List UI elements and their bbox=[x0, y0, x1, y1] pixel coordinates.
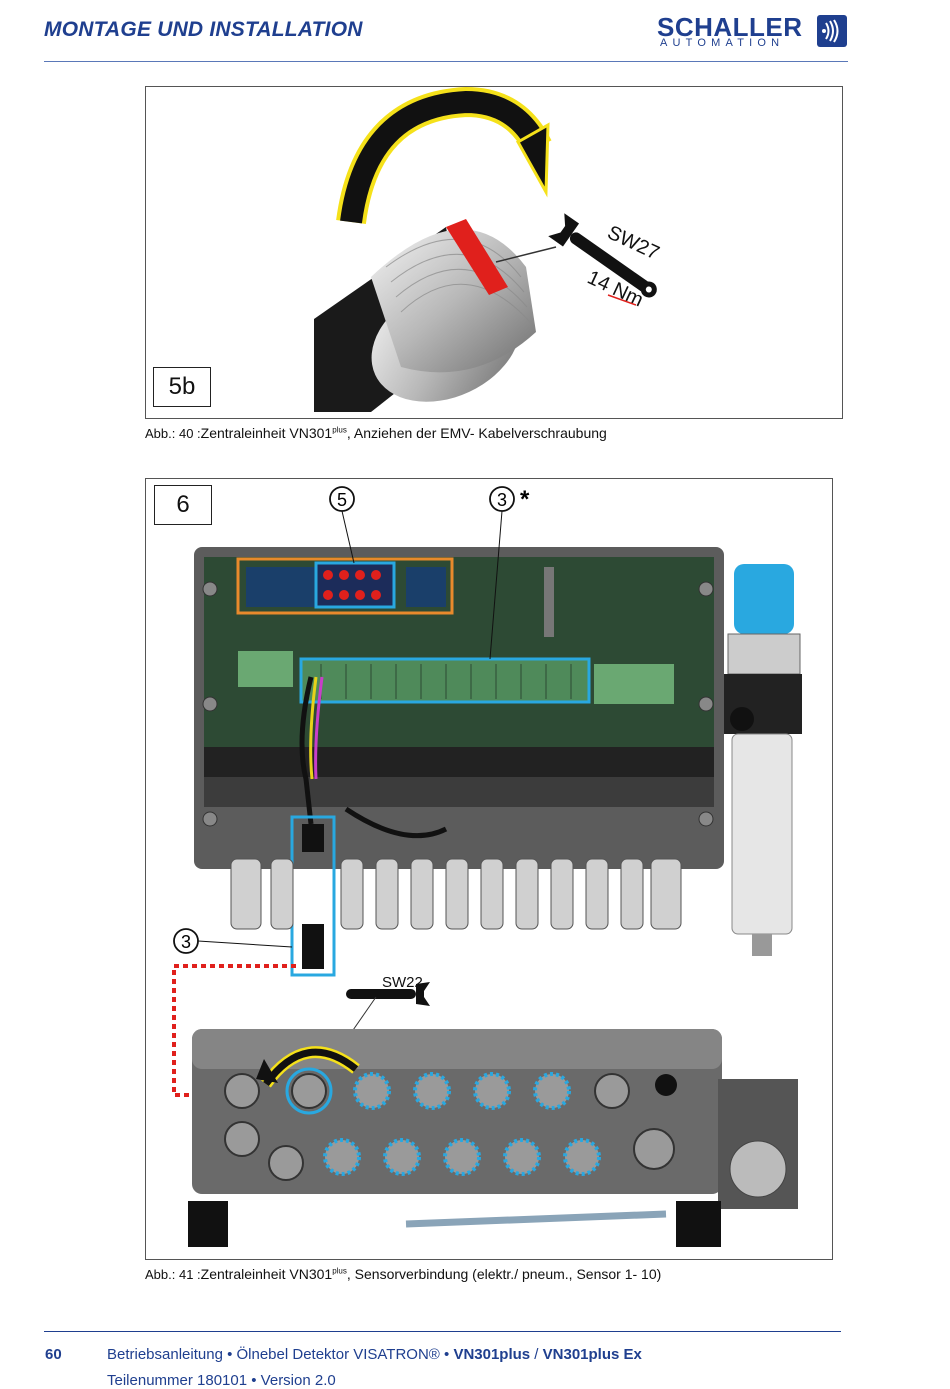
torque-label: 14 Nm bbox=[584, 267, 647, 312]
step-label-6: 6 bbox=[154, 485, 212, 525]
terminal-strip-highlight bbox=[299, 657, 591, 704]
sw22-wrench-icon bbox=[346, 982, 430, 1006]
cable-gland-illustration: SW27 14 Nm bbox=[314, 86, 663, 412]
pneumatic-tube bbox=[405, 1210, 667, 1228]
lower-rotation-arrow-icon bbox=[263, 1048, 359, 1087]
rotation-arrow-icon bbox=[340, 90, 548, 224]
callout-3-left-label: 3 bbox=[181, 932, 191, 952]
company-logo: SCHALLER AUTOMATION bbox=[657, 12, 849, 52]
logo-name: SCHALLER bbox=[657, 12, 803, 42]
figure-41-caption: Abb.: 41 :Zentraleinheit VN301plus, Sens… bbox=[145, 1266, 662, 1282]
sensor-cable bbox=[299, 676, 314, 825]
page-title: MONTAGE UND INSTALLATION bbox=[44, 18, 363, 41]
filter-bowl bbox=[731, 733, 793, 935]
figure-41: 3 5 3 * SW22 bbox=[145, 478, 833, 1260]
orange-highlight-box bbox=[236, 557, 454, 615]
red-marker bbox=[446, 219, 508, 295]
callout-asterisk: * bbox=[520, 486, 530, 513]
step-label-5b: 5b bbox=[153, 367, 211, 407]
red-connector-pins bbox=[323, 570, 381, 600]
footer-document-title: Betriebsanleitung • Ölnebel Detektor VIS… bbox=[107, 1346, 642, 1363]
wrench-icon bbox=[548, 213, 657, 298]
central-unit-illustration: 3 5 3 * SW22 bbox=[172, 486, 802, 1247]
footer-divider bbox=[44, 1331, 841, 1332]
gland-body bbox=[371, 229, 536, 373]
sensor-ports bbox=[224, 1067, 677, 1181]
header-divider bbox=[44, 61, 848, 62]
figure-40: SW27 14 Nm 5b bbox=[145, 86, 843, 419]
callout-3-top-label: 3 bbox=[497, 490, 507, 510]
figure-40-caption: Abb.: 40 :Zentraleinheit VN301plus, Anzi… bbox=[145, 425, 607, 441]
connector-highlight-box bbox=[314, 561, 396, 609]
footer-part-number: Teilenummer 180101 • Version 2.0 bbox=[107, 1372, 336, 1389]
logo-mark-icon bbox=[817, 15, 847, 47]
page-number: 60 bbox=[45, 1346, 62, 1363]
sw22-label: SW22 bbox=[382, 974, 423, 991]
logo-subtitle: AUTOMATION bbox=[660, 37, 785, 49]
filter-cap bbox=[734, 564, 794, 634]
callout-3-top bbox=[489, 486, 515, 512]
callout-5-label: 5 bbox=[337, 490, 347, 510]
gland-row bbox=[230, 858, 682, 930]
